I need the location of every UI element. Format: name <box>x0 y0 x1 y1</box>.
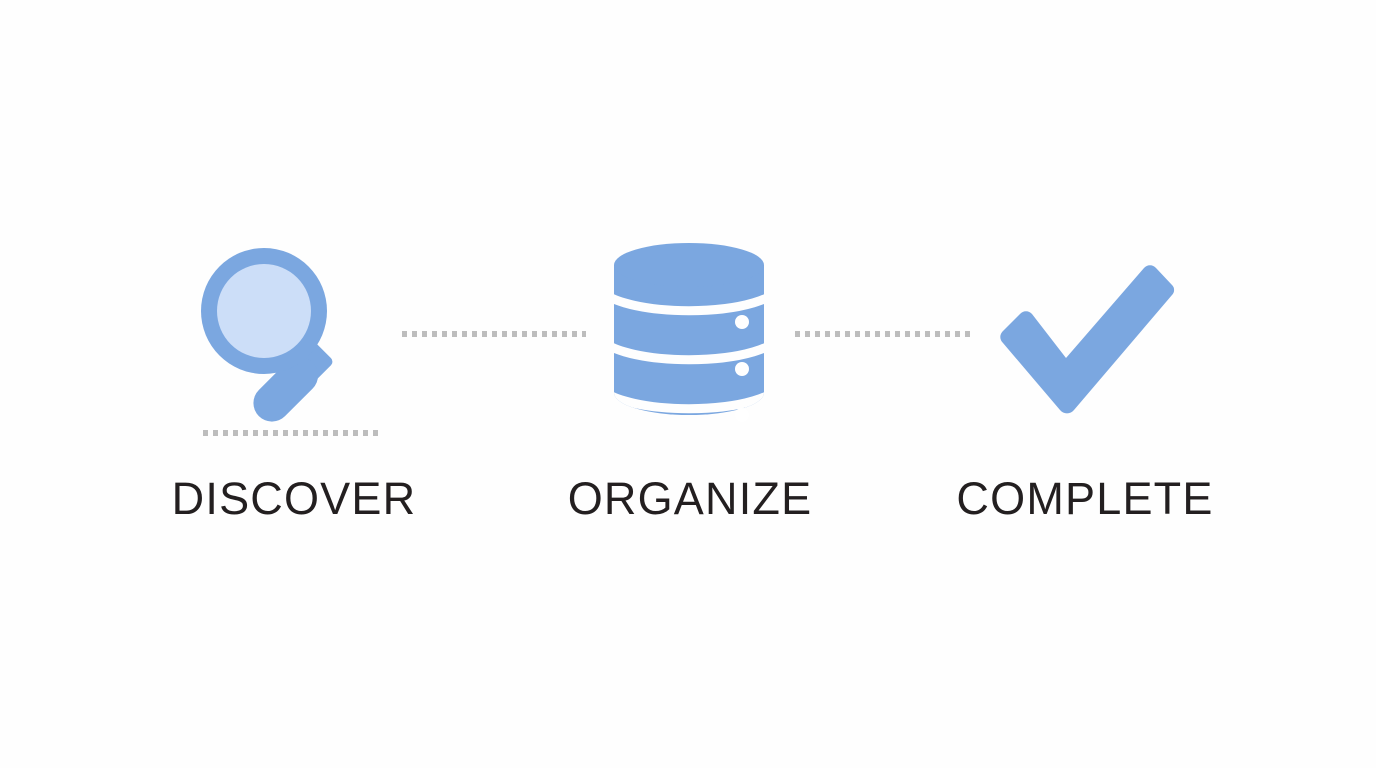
database-indicator-dot <box>735 362 749 376</box>
magnifier-underline <box>203 430 383 436</box>
magnifying-glass-icon <box>201 248 333 422</box>
step-label-organize: ORGANIZE <box>567 473 813 524</box>
checkmark-icon <box>1000 265 1175 414</box>
step-label-discover: DISCOVER <box>171 473 417 524</box>
connector-organize-to-complete <box>795 331 972 337</box>
database-indicator-dot <box>735 315 749 329</box>
step-label-complete: COMPLETE <box>956 473 1214 524</box>
database-indicator-dot <box>735 408 749 422</box>
connector-discover-to-organize <box>402 331 586 337</box>
database-cylinder-icon <box>614 243 764 422</box>
